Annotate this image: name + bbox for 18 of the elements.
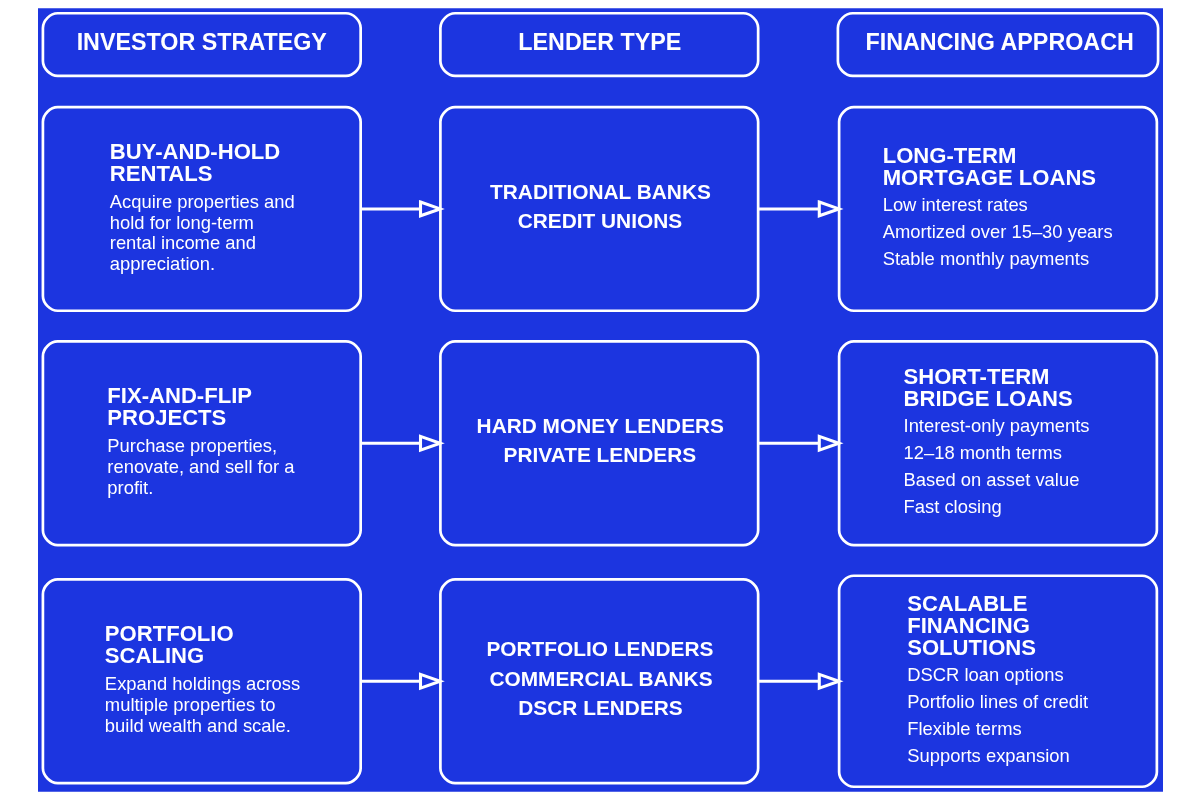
node-box: LENDER TYPE xyxy=(438,11,759,78)
node-box: SCALABLE FINANCING SOLUTIONS DSCR loan options Portfolio lines of credit Flexible terms Supports expansion xyxy=(837,574,1158,789)
arrow xyxy=(360,434,445,453)
arrow xyxy=(360,672,445,691)
arrow xyxy=(757,199,844,218)
node-box: PORTFOLIO LENDERS COMMERCIAL BANKS DSCR LENDERS xyxy=(438,578,759,785)
node-box: PORTFOLIO SCALING Expand holdings across multiple properties to build wealth and scale. xyxy=(41,578,362,785)
arrow xyxy=(757,672,844,691)
node-box: INVESTOR STRATEGY xyxy=(41,11,362,78)
node-box: LONG-TERM MORTGAGE LOANS Low interest rates Amortized over 15–30 years Stable monthly payments xyxy=(837,105,1158,313)
node-box: TRADITIONAL BANKS CREDIT UNIONS xyxy=(438,105,759,313)
node-box: SHORT-TERM BRIDGE LOANS Interest-only payments 12–18 month terms Based on asset value Fast closing xyxy=(837,340,1158,547)
node-box: FINANCING APPROACH xyxy=(836,11,1159,78)
arrow xyxy=(757,434,844,453)
node-box: BUY-AND-HOLD RENTALS Acquire properties and hold for long-term rental income and appreciation. xyxy=(41,105,362,313)
node-box: FIX-AND-FLIP PROJECTS Purchase properties, renovate, and sell for a profit. xyxy=(41,340,362,547)
arrow xyxy=(360,199,445,218)
node-box: HARD MONEY LENDERS PRIVATE LENDERS xyxy=(438,340,759,547)
